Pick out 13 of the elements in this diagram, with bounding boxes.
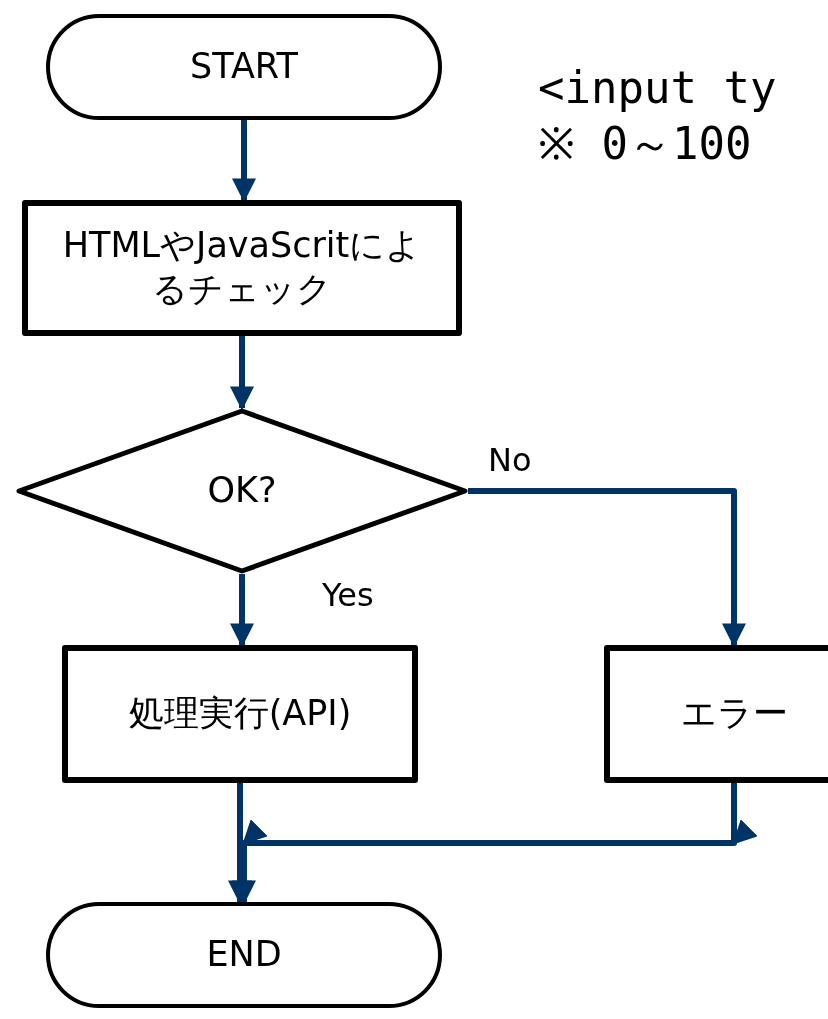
decision-diamond: OK? — [16, 408, 468, 574]
arrow — [230, 336, 254, 411]
arrow — [232, 120, 256, 203]
process-box: エラー — [604, 645, 828, 783]
process-box: HTMLやJavaScritによるチェック — [22, 200, 462, 336]
code-note: <input ty — [538, 62, 777, 113]
terminal-shape: START — [46, 14, 442, 120]
arrow — [468, 488, 746, 648]
arrow — [230, 574, 254, 648]
terminal-shape: END — [46, 902, 442, 1008]
code-note: ※ 0～100 — [538, 117, 752, 171]
arrow — [232, 783, 757, 902]
process-box: 処理実行(API) — [62, 645, 418, 783]
